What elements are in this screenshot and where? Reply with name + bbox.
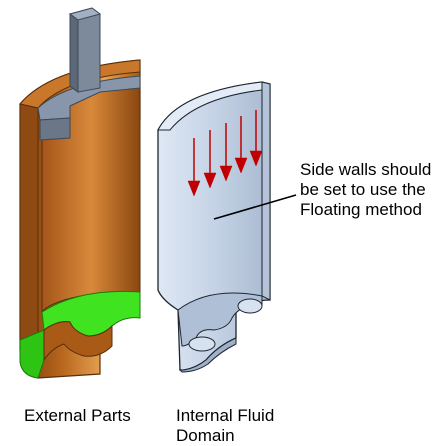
green-bottom-front bbox=[19, 329, 45, 379]
caption-right-line-2: Domain bbox=[176, 426, 235, 445]
fluid-top-face bbox=[157, 81, 263, 131]
caption-external-parts: External Parts bbox=[24, 406, 131, 425]
caption-right-line-1: Internal Fluid bbox=[176, 406, 275, 425]
annotation-line-2: be set to use the bbox=[300, 180, 426, 199]
fluid-cut-face bbox=[261, 81, 271, 301]
annotation-leader-line bbox=[213, 194, 297, 220]
copper-bottom-band bbox=[43, 321, 113, 362]
steel-cap-top bbox=[37, 75, 141, 121]
steel-shaft-side bbox=[69, 13, 79, 93]
caption-internal-fluid-domain: Internal Fluid Domain bbox=[176, 406, 274, 446]
fluid-base-edge bbox=[178, 337, 237, 373]
red-arrow bbox=[203, 130, 217, 189]
copper-rim bbox=[19, 59, 141, 109]
annotation-line-3: Floating method bbox=[300, 200, 422, 219]
internal-fluid-domain bbox=[157, 81, 271, 373]
annotation-line-1: Side walls should bbox=[300, 160, 432, 179]
fluid-pocket-left bbox=[188, 336, 216, 352]
external-parts bbox=[19, 7, 141, 379]
red-arrow bbox=[219, 123, 233, 182]
red-arrow bbox=[234, 116, 248, 174]
annotation-text: Side walls should be set to use the Floa… bbox=[300, 160, 431, 220]
red-arrow bbox=[187, 138, 201, 197]
fluid-pocket-right bbox=[237, 298, 263, 314]
steel-cap-front bbox=[39, 117, 71, 141]
red-arrow bbox=[249, 110, 263, 167]
red-arrow-group bbox=[187, 110, 263, 197]
